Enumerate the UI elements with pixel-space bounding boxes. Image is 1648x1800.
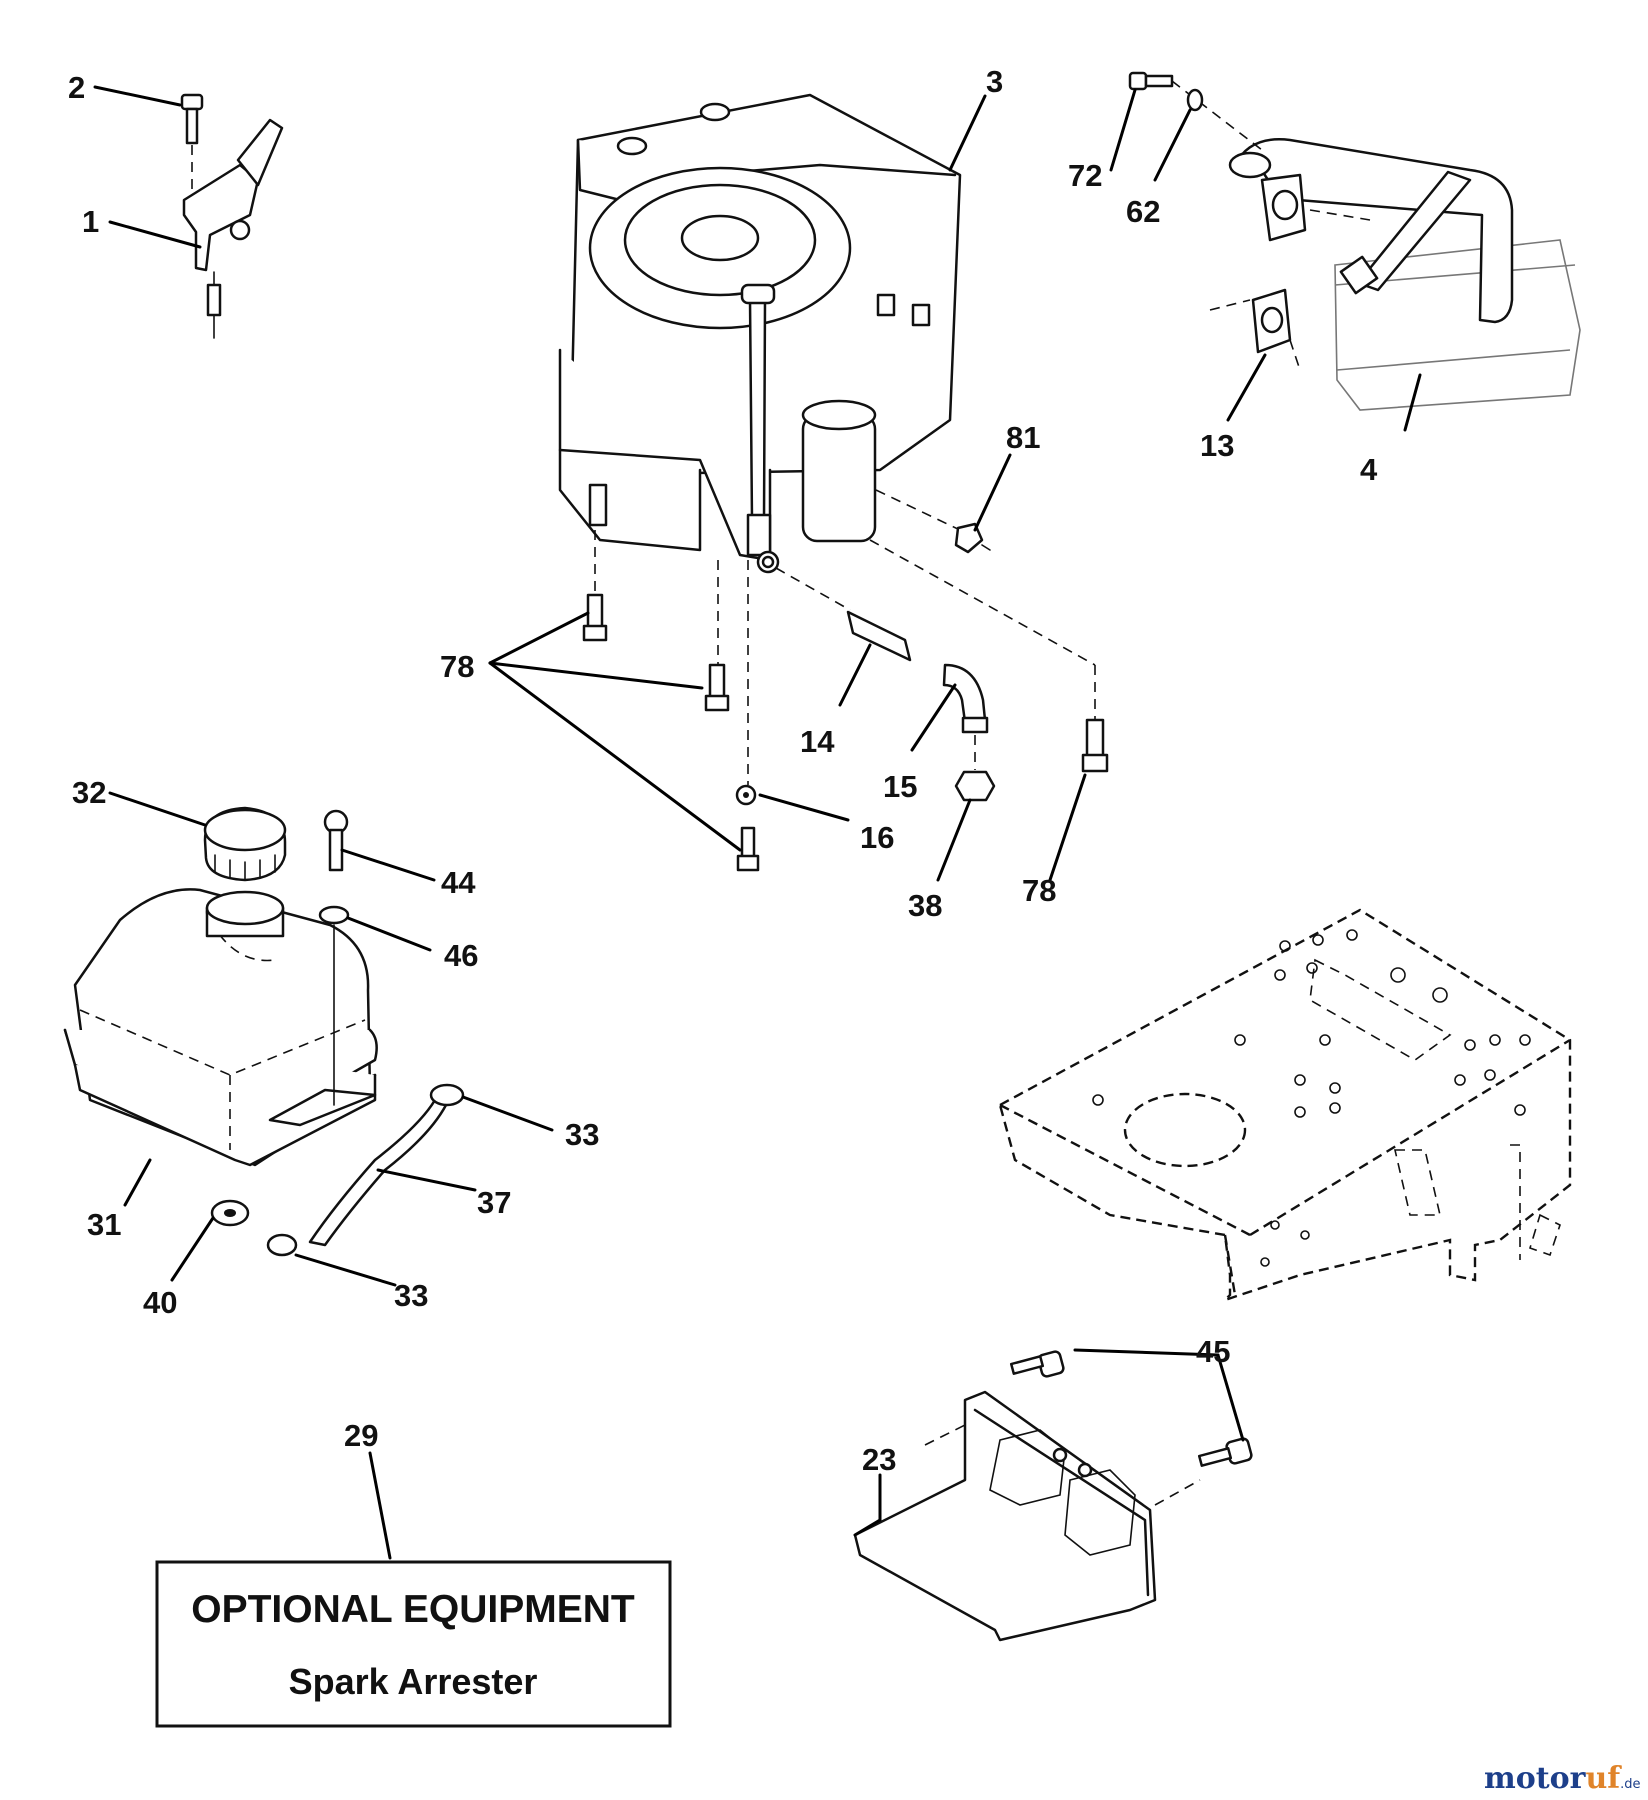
callout-16: 16 bbox=[860, 820, 894, 855]
callout-40: 40 bbox=[143, 1285, 177, 1320]
callout-23: 23 bbox=[862, 1442, 896, 1477]
callout-29: 29 bbox=[344, 1418, 378, 1453]
callout-13: 13 bbox=[1200, 428, 1234, 463]
throttle-control-assembly bbox=[180, 93, 284, 339]
callout-32: 32 bbox=[72, 775, 106, 810]
callout-1: 1 bbox=[82, 204, 99, 239]
watermark-brand-a: motor bbox=[1484, 1761, 1587, 1796]
callout-labels: 2 1 3 72 62 13 4 81 78 14 15 16 38 78 32… bbox=[68, 64, 1378, 1477]
callout-45: 45 bbox=[1196, 1334, 1230, 1369]
svg-text:motoruf.de: motoruf.de bbox=[1484, 1761, 1641, 1796]
callout-38: 38 bbox=[908, 888, 942, 923]
callout-15: 15 bbox=[883, 769, 917, 804]
heat-shield-assembly bbox=[853, 1350, 1253, 1642]
callout-3: 3 bbox=[986, 64, 1003, 99]
callout-31: 31 bbox=[87, 1207, 121, 1242]
callout-33-top: 33 bbox=[565, 1117, 599, 1152]
bolt-78-group bbox=[582, 593, 1109, 872]
assembly-guides bbox=[594, 489, 1096, 785]
callout-81: 81 bbox=[1006, 420, 1040, 455]
callout-4: 4 bbox=[1360, 452, 1378, 487]
callout-62: 62 bbox=[1126, 194, 1160, 229]
muffler-assembly bbox=[1128, 71, 1581, 411]
callout-2: 2 bbox=[68, 70, 85, 105]
frame-phantom bbox=[998, 908, 1572, 1302]
callout-37: 37 bbox=[477, 1185, 511, 1220]
fuel-tank-assembly bbox=[63, 806, 465, 1257]
callout-78-right: 78 bbox=[1022, 873, 1056, 908]
leader-lines bbox=[93, 85, 1422, 1560]
optional-equipment-note: OPTIONAL EQUIPMENT Spark Arrester bbox=[155, 1560, 672, 1728]
callout-44: 44 bbox=[441, 865, 476, 900]
watermark-suffix: .de bbox=[1620, 1777, 1640, 1792]
callout-46: 46 bbox=[444, 938, 478, 973]
watermark-logo: motoruf.de bbox=[1484, 1761, 1641, 1796]
engine-assembly bbox=[558, 93, 962, 574]
note-title: OPTIONAL EQUIPMENT bbox=[191, 1588, 635, 1631]
callout-33-bottom: 33 bbox=[394, 1278, 428, 1313]
callout-14: 14 bbox=[800, 724, 835, 759]
watermark-brand-b: uf bbox=[1585, 1761, 1622, 1796]
note-subtitle: Spark Arrester bbox=[289, 1661, 538, 1702]
callout-78-left: 78 bbox=[440, 649, 474, 684]
callout-72: 72 bbox=[1068, 158, 1102, 193]
